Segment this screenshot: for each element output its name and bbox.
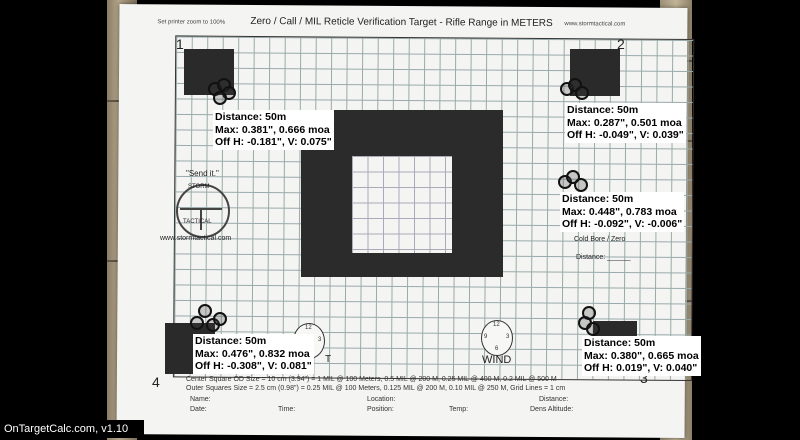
bullet-hole (586, 322, 600, 336)
group-result-1: Distance: 50m Max: 0.381", 0.666 moa Off… (213, 110, 334, 150)
bullet-hole (213, 312, 227, 326)
dial-12: 12 (305, 325, 312, 331)
bullet-hole (190, 316, 204, 330)
website-top: www.stormtactical.com (564, 21, 626, 28)
corner-number-1: 1 (176, 36, 184, 52)
group-result-5: Distance: 50m Max: 0.380", 0.665 moa Off… (582, 336, 701, 376)
field-temp: Temp: (449, 406, 469, 413)
group-max: Max: 0.448", 0.783 moa (562, 205, 677, 218)
dial-left-label: T (325, 354, 332, 365)
dial-9: 9 (484, 334, 488, 340)
bullet-hole (575, 86, 589, 100)
logo-crosshair-h (180, 208, 222, 210)
group-max: Max: 0.287", 0.501 moa (567, 116, 682, 129)
bullet-hole (574, 178, 588, 192)
website-side: www.stormtactical.com (160, 235, 232, 242)
group-distance: Distance: 50m (567, 104, 639, 116)
group-distance: Distance: 50m (584, 337, 656, 349)
corner-number-2: 2 (617, 36, 625, 52)
distance-field: Distance: ______ (576, 254, 631, 261)
group-result-2: Distance: 50m Max: 0.287", 0.501 moa Off… (565, 103, 686, 143)
storm-tactical-logo (176, 184, 230, 238)
group-offset: Off H: -0.092", V: -0.006" (562, 218, 683, 230)
footer-outer-square-note: Outer Squares Size = 2.5 cm (0.98") = 0.… (186, 385, 566, 392)
group-distance: Distance: 50m (195, 335, 267, 347)
footer-center-square-note: Center Square OD Size = 10 cm (3.94") = … (186, 376, 557, 383)
field-date: Date: (190, 406, 207, 413)
app-version-badge: OnTargetCalc.com, v1.10 (0, 420, 144, 438)
group-result-4: Distance: 50m Max: 0.476", 0.832 moa Off… (193, 334, 314, 374)
field-time: Time: (278, 406, 296, 413)
group-result-3: Distance: 50m Max: 0.448", 0.783 moa Off… (560, 192, 685, 232)
field-distance: Distance: (539, 396, 569, 403)
dial-6: 6 (495, 346, 499, 352)
target-title: Zero / Call / MIL Reticle Verification T… (250, 15, 553, 30)
group-offset: Off H: -0.049", V: 0.039" (567, 129, 684, 141)
dial-3: 3 (506, 334, 510, 340)
logo-text-top: STORM (188, 184, 210, 190)
dial-12: 12 (493, 322, 500, 328)
group-offset: Off H: -0.308", V: 0.081" (195, 360, 312, 372)
logo-crosshair-v (200, 208, 202, 230)
cold-bore-label: Cold Bore / Zero (574, 236, 626, 243)
group-offset: Off H: -0.181", V: 0.075" (215, 136, 332, 148)
bullet-hole (213, 91, 227, 105)
field-name: Name: (190, 396, 211, 403)
group-max: Max: 0.381", 0.666 moa (215, 123, 330, 136)
dial-3: 3 (318, 337, 322, 343)
corner-number-4: 4 (152, 374, 160, 390)
field-location: Location: (367, 396, 396, 403)
field-dens-altitude: Dens Altitude: (530, 406, 574, 413)
bullet-hole (198, 304, 212, 318)
logo-text-bottom: TACTICAL (183, 219, 212, 225)
windage-dial: 12 6 9 3 (481, 320, 513, 356)
group-max: Max: 0.380", 0.665 moa (584, 349, 699, 362)
field-position: Position: (367, 406, 394, 413)
logo-quote: "Send it." (186, 169, 219, 178)
corner-number-3: 3 (640, 370, 648, 386)
group-distance: Distance: 50m (562, 193, 634, 205)
group-distance: Distance: 50m (215, 111, 287, 123)
bullet-hole (582, 306, 596, 320)
dial-wind-label: WIND (482, 354, 512, 366)
group-offset: Off H: 0.019", V: 0.040" (584, 362, 698, 374)
printer-note: Set printer zoom to 100% (157, 19, 226, 26)
group-max: Max: 0.476", 0.832 moa (195, 347, 310, 360)
center-square-inner (352, 156, 452, 253)
